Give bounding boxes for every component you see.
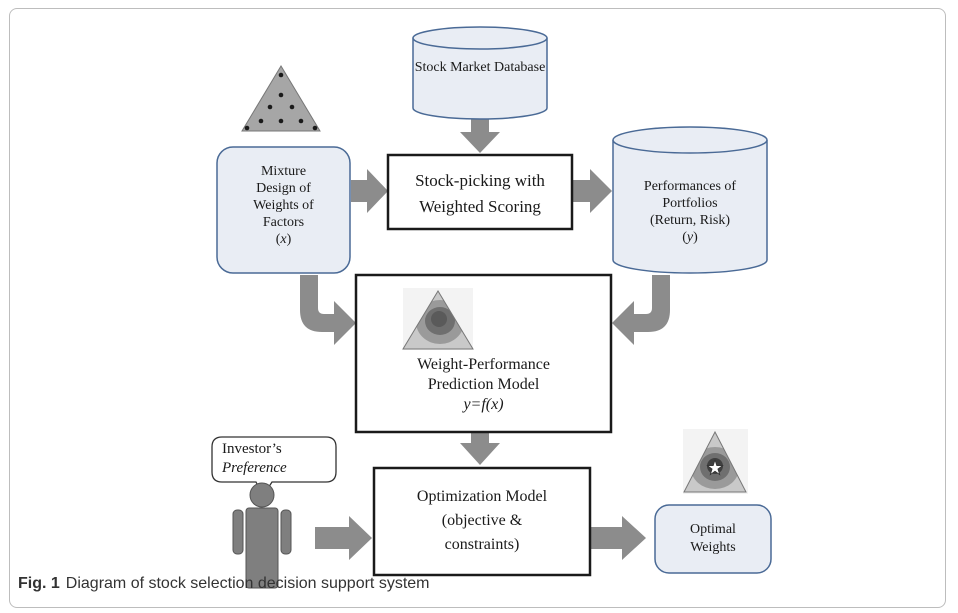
prediction-formula: y=f(x) (463, 396, 504, 413)
arrow-mixture-to-prediction (300, 275, 356, 345)
arrow-mixture-to-picking (351, 169, 388, 213)
optimization-line-3: constraints) (444, 536, 520, 553)
caption-label: Fig. 1 (18, 575, 60, 592)
figure-caption: Fig. 1 Diagram of stock selection decisio… (18, 575, 430, 593)
arrow-picking-to-performances (572, 169, 612, 213)
optimum-star-icon (706, 458, 724, 476)
mixture-line-3: Weights of (253, 198, 314, 213)
optimization-model-text: Optimization Model (objective & constrai… (374, 485, 590, 557)
mixture-design-text: Mixture Design of Weights of Factors (x) (217, 163, 350, 248)
arrow-person-to-optimization (315, 516, 372, 560)
mixture-design-box (216, 146, 351, 274)
mixture-line-4: Factors (262, 215, 305, 230)
stock-picking-line-1: Stock-picking with (415, 171, 545, 190)
arrow-db-to-picking (460, 118, 500, 153)
caption-text: Diagram of stock selection decision supp… (65, 575, 430, 592)
arrow-performances-to-prediction (612, 275, 670, 345)
contour-plot-optimum-icon (683, 429, 748, 494)
performances-text: Performances of Portfolios (Return, Risk… (613, 178, 767, 246)
person-icon (232, 482, 292, 589)
stock-market-database-cylinder (412, 26, 548, 120)
mixture-var: (x) (275, 232, 292, 247)
mixture-line-1: Mixture (260, 164, 307, 179)
optimization-model-box (372, 466, 592, 577)
optimal-weights-text: Optimal Weights (655, 521, 771, 557)
performances-line-2: Portfolios (662, 196, 718, 211)
optimal-line-1: Optimal (690, 522, 736, 537)
prediction-line-2: Prediction Model (427, 376, 540, 393)
optimal-line-2: Weights (690, 540, 736, 555)
prediction-model-box (354, 273, 613, 434)
stock-picking-box (386, 153, 574, 231)
performances-var-y: y (686, 230, 694, 245)
mixture-design-triangle-icon (241, 65, 321, 132)
optimization-line-1: Optimization Model (416, 488, 548, 505)
performances-line-3: (Return, Risk) (649, 213, 731, 228)
investor-line-2: Preference (222, 460, 287, 476)
performances-line-1: Performances of (643, 179, 737, 194)
optimal-weights-box (654, 504, 772, 574)
investor-preference-text: Investor’s Preference (212, 440, 336, 478)
stock-picking-text: Stock-picking with Weighted Scoring (388, 168, 572, 220)
performances-cylinder (612, 126, 768, 274)
performances-var: (y) (682, 230, 698, 245)
arrow-optimization-to-optimal (590, 516, 646, 560)
optimization-line-2: (objective & (441, 512, 523, 529)
figure-frame (9, 8, 946, 608)
contour-plot-icon (402, 288, 474, 350)
investor-line-1: Investor’s (222, 441, 282, 457)
arrow-prediction-to-optimization (460, 433, 500, 465)
mixture-line-2: Design of (256, 181, 311, 196)
mixture-var-x: x (280, 232, 287, 247)
prediction-line-1: Weight-Performance (417, 356, 550, 373)
stock-db-label: Stock Market Database (414, 60, 546, 75)
prediction-model-text: Weight-Performance Prediction Model y=f(… (356, 355, 611, 415)
stock-picking-line-2: Weighted Scoring (419, 197, 541, 216)
